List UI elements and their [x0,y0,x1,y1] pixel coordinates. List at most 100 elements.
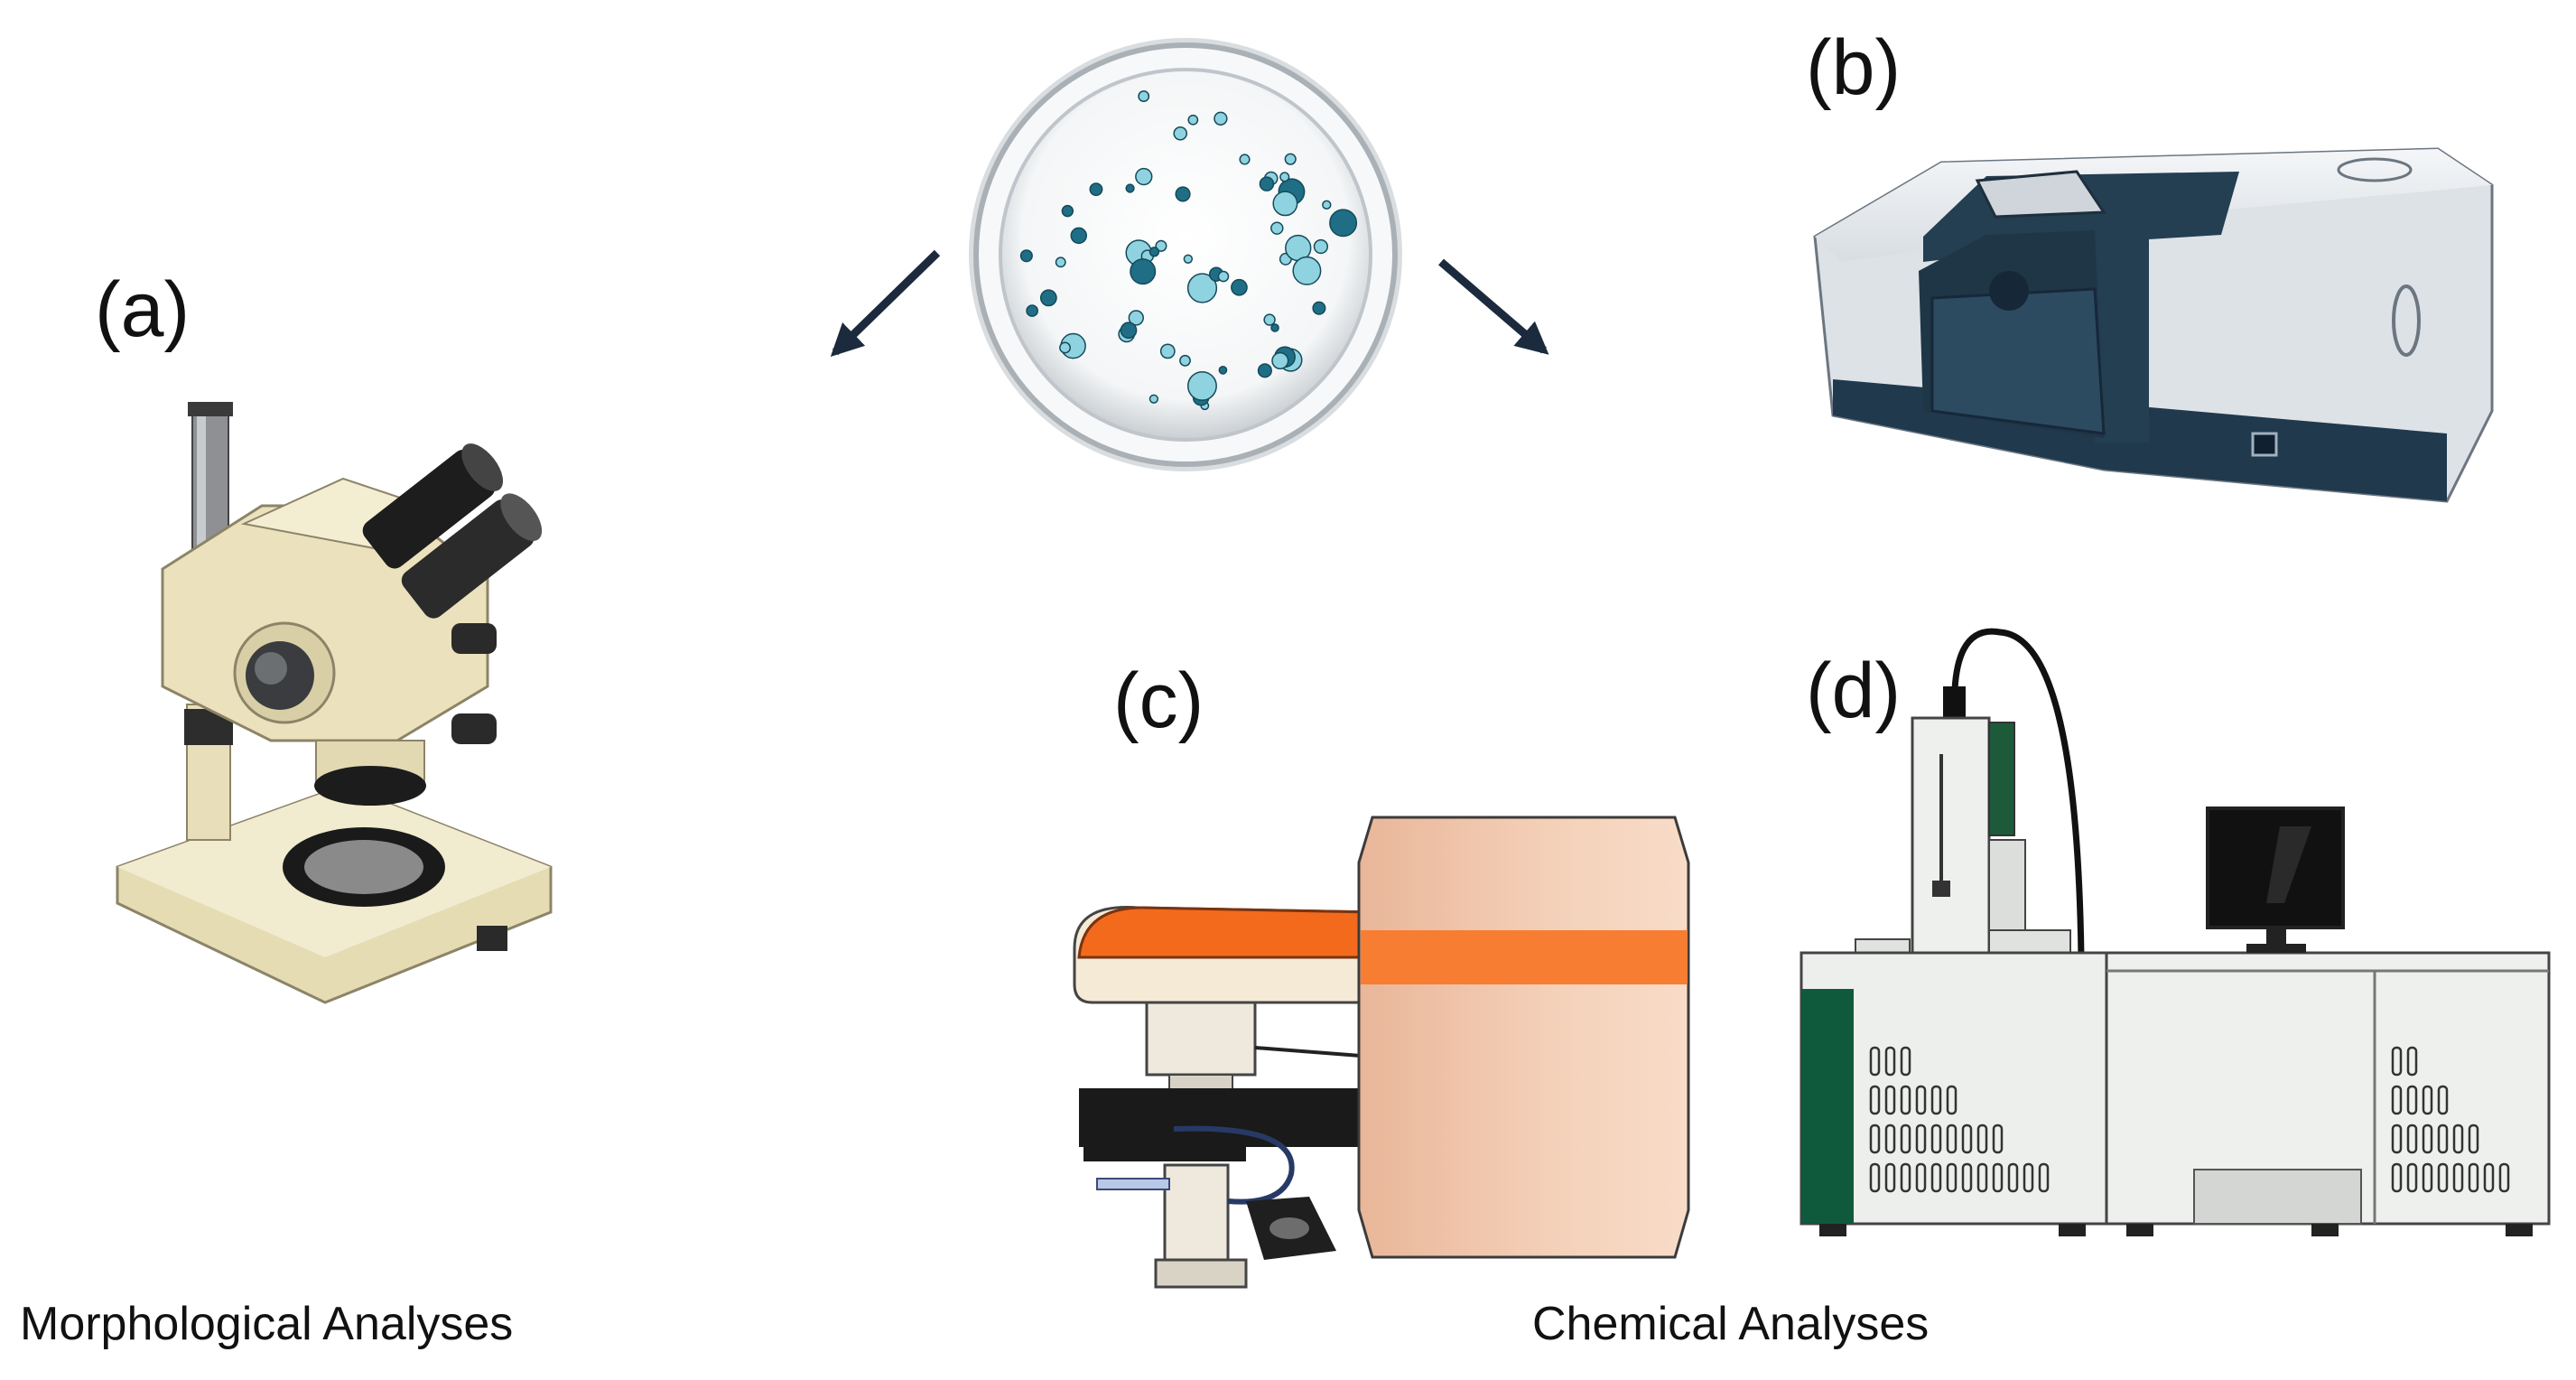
vent-slot [2422,1124,2433,1154]
colony-dot [1125,183,1135,193]
colony-dot [1135,167,1153,186]
colony-dot [1214,111,1228,126]
colony-dot [1218,365,1228,375]
colony-dot [1186,370,1217,401]
colony-dot [1179,354,1191,367]
vent-slot [2468,1124,2479,1154]
colony-dot [1284,153,1297,165]
vent-slot [2007,1162,2019,1193]
colony-dot [1231,278,1248,296]
caption-morphological: Morphological Analyses [20,1298,514,1350]
vent-slot [1869,1124,1881,1154]
caption-chemical: Chemical Analyses [1532,1298,1930,1350]
colony-dot [1159,343,1176,359]
arrow-down-right-icon [1438,258,1549,355]
colony-dot [1279,172,1290,182]
panel-label-a: (a) [95,266,191,353]
vent-slot [1946,1162,1958,1193]
colony-dot [1019,249,1033,263]
colony-dot [1259,176,1275,191]
colony-dot [1138,90,1150,103]
vent-slot [1869,1085,1881,1115]
vent-slot [1884,1085,1896,1115]
vent-slot [2483,1162,2495,1193]
raman-microscope-icon [1073,816,1690,1289]
colony-dot [1059,341,1072,354]
colony-dot [1039,289,1057,307]
colony-dot [1313,238,1329,255]
colony-dot [1120,322,1138,340]
colony-dot [1089,182,1103,197]
colony-dot [1272,191,1298,217]
vent-slot [1900,1085,1911,1115]
colony-dot [1271,351,1289,370]
colony-dot [1239,154,1251,165]
vent-slot [1992,1124,2004,1154]
vent-slot [1930,1162,1942,1193]
vent-slot [1869,1046,1881,1077]
colony-dot [1070,227,1088,245]
vent-slot [1915,1085,1927,1115]
vent-slot [1884,1046,1896,1077]
vent-slot [1900,1046,1911,1077]
vent-slot [1930,1124,1942,1154]
vent-slot [2452,1162,2464,1193]
stereo-microscope-icon [116,402,553,1004]
vent-slot [2391,1124,2403,1154]
colony-dot [1155,239,1167,252]
vent-slot [2468,1162,2479,1193]
colony-dot [1270,323,1279,332]
vent-slot [1946,1085,1958,1115]
vent-slot [2437,1162,2449,1193]
arrow-down-left-icon [830,249,941,358]
colony-dot [1263,313,1276,326]
colony-dot [1061,204,1074,218]
vent-slot [1915,1124,1927,1154]
colony-dot [1026,304,1038,317]
vent-slot [2498,1162,2510,1193]
vent-slot [1884,1162,1896,1193]
vent-slot [1961,1162,1973,1193]
vent-slot [2437,1124,2449,1154]
petri-dish-icon [969,38,1402,471]
vent-slot [2023,1162,2034,1193]
colony-dot [1149,247,1160,257]
vent-slot [2391,1085,2403,1115]
vent-slot [1946,1124,1958,1154]
vent-slot [1884,1124,1896,1154]
vent-slot [2391,1046,2403,1077]
vent-slot [2406,1085,2418,1115]
vent-slot [1900,1124,1911,1154]
colony-dot [1128,310,1144,326]
colony-dot [1130,258,1157,285]
colony-dot [1173,126,1188,141]
vent-slot [2422,1162,2433,1193]
vent-slot [1930,1085,1942,1115]
vent-slot [1976,1124,1988,1154]
vent-slot [2406,1162,2418,1193]
vent-slot [1900,1162,1911,1193]
colony-dot [1187,114,1199,126]
colony-dot [1292,256,1322,285]
colony-dot [1312,301,1326,315]
sem-instrument-icon [1799,628,2551,1236]
vent-slot [1976,1162,1988,1193]
vent-slot [2406,1046,2418,1077]
colony-dot [1217,270,1230,283]
vent-slot [2437,1085,2449,1115]
spectrometer-icon [1813,147,2494,503]
vent-slot [1961,1124,1973,1154]
vent-slot [1992,1162,2004,1193]
colony-dot [1149,394,1159,404]
colony-dot [1175,186,1191,202]
vent-slot [2422,1085,2433,1115]
panel-label-d: (d) [1806,648,1902,734]
colony-dot [1055,256,1066,268]
colony-dot [1322,200,1332,210]
colony-dot [1183,254,1194,264]
vent-slot [1915,1162,1927,1193]
vent-slot [2038,1162,2050,1193]
colony-dot [1186,273,1218,303]
